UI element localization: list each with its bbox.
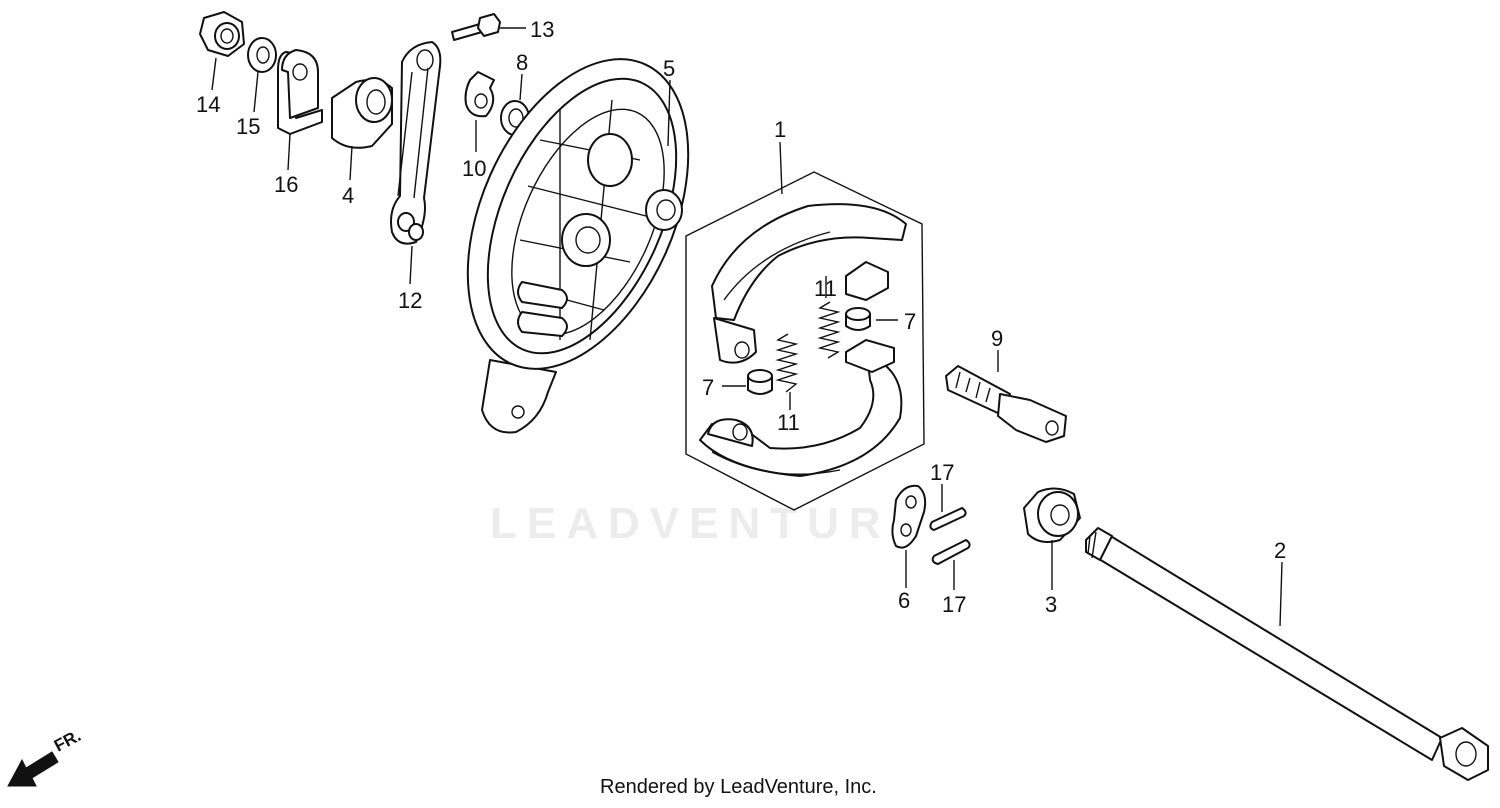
leader-12 xyxy=(409,245,413,285)
part-2-axle[interactable] xyxy=(1085,527,1489,781)
callout-13: 13 xyxy=(530,17,554,42)
part-7-pin-lower[interactable] xyxy=(747,369,773,395)
callout-15: 15 xyxy=(236,114,260,139)
callout-14: 14 xyxy=(196,92,220,117)
callout-17-lower: 17 xyxy=(942,592,966,617)
callout-16: 16 xyxy=(274,172,298,197)
leader-16 xyxy=(287,133,291,171)
part-12-brake-arm[interactable] xyxy=(390,41,442,245)
callout-17-upper: 17 xyxy=(930,460,954,485)
part-3-collar[interactable] xyxy=(1023,487,1081,543)
part-1-brake-shoe-set[interactable] xyxy=(685,171,925,511)
leader-2 xyxy=(1279,561,1283,627)
callout-1: 1 xyxy=(774,117,786,142)
leader-14 xyxy=(211,57,217,91)
callout-11-lower: 11 xyxy=(777,410,800,435)
part-13-bolt[interactable] xyxy=(451,13,501,41)
part-4-collar[interactable] xyxy=(331,77,393,149)
part-15-washer[interactable] xyxy=(247,37,277,73)
callout-8: 8 xyxy=(516,50,528,75)
callout-7-lower: 7 xyxy=(702,375,714,400)
callout-9: 9 xyxy=(991,326,1003,351)
leader-5 xyxy=(667,79,671,147)
leader-8 xyxy=(519,73,523,101)
part-7-pin-upper[interactable] xyxy=(845,307,871,331)
callout-7-upper: 7 xyxy=(904,309,916,334)
callout-5: 5 xyxy=(663,56,675,81)
footer-rendered-by: Rendered by LeadVenture, Inc. xyxy=(600,776,877,798)
front-direction-arrow-icon xyxy=(7,751,59,787)
leader-1 xyxy=(779,141,783,195)
leader-4 xyxy=(349,145,353,181)
part-17-cotter-pin-lower[interactable] xyxy=(931,539,971,565)
callout-11-upper: 11 xyxy=(814,276,837,301)
part-16-bracket[interactable] xyxy=(277,49,323,135)
part-5-brake-panel[interactable] xyxy=(424,25,733,434)
callout-2: 2 xyxy=(1274,538,1286,563)
part-6-plate[interactable] xyxy=(891,484,927,549)
part-10-indicator-plate[interactable] xyxy=(464,71,495,118)
leader-15 xyxy=(253,71,259,113)
part-9-brake-cam[interactable] xyxy=(945,365,1067,443)
callout-10: 10 xyxy=(462,156,486,181)
callout-3: 3 xyxy=(1045,592,1057,617)
watermark-text: LEADVENTURE xyxy=(490,499,930,548)
direction-label: FR. xyxy=(51,726,84,756)
part-11-spring-upper[interactable] xyxy=(817,301,841,359)
part-17-cotter-pin-upper[interactable] xyxy=(929,507,967,531)
part-14-nut[interactable] xyxy=(199,11,245,57)
part-11-spring-lower[interactable] xyxy=(775,333,799,393)
callout-4: 4 xyxy=(342,183,354,208)
callout-6: 6 xyxy=(898,588,910,613)
callout-12: 12 xyxy=(398,288,422,313)
